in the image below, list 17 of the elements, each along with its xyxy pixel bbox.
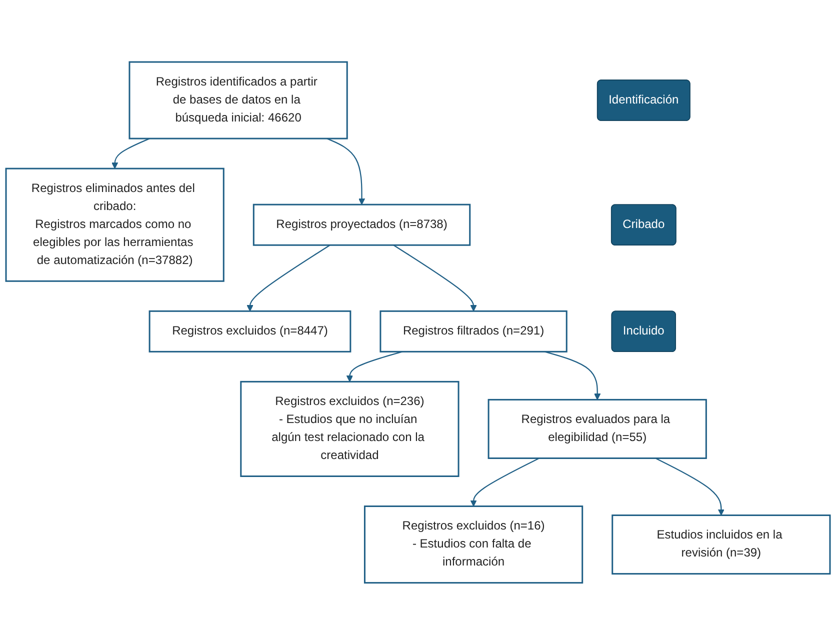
arrow [393, 244, 477, 312]
arrow [655, 457, 724, 516]
node-box: Registros filtrados (n=291) [380, 310, 568, 352]
node-box: Registros eliminados antes del cribado: Registros marcados como no elegibles por las herramientas de automatización (n=37882) [5, 167, 224, 282]
node-box: Estudios incluidos en la revisión (n=39) [612, 514, 831, 574]
arrow [470, 457, 540, 506]
node-box: Registros proyectados (n=8738) [252, 203, 471, 246]
node-box: Registros evaluados para la elegibilidad (n=55) [488, 398, 707, 459]
node-box: Registros identificados a partir de bases de datos en la búsqueda inicial: 46620 [128, 60, 348, 139]
arrow [346, 350, 403, 382]
node-box: Registros excluidos (n=16) - Estudios con falta de información [364, 505, 584, 584]
arrow [246, 244, 330, 312]
arrow [544, 350, 601, 400]
arrow [326, 138, 366, 204]
arrow [112, 138, 150, 168]
node-box: Registros excluidos (n=236) - Estudios que no incluían algún test relacionado con la creatividad [240, 380, 460, 477]
node-box: Registros excluidos (n=8447) [148, 310, 352, 352]
